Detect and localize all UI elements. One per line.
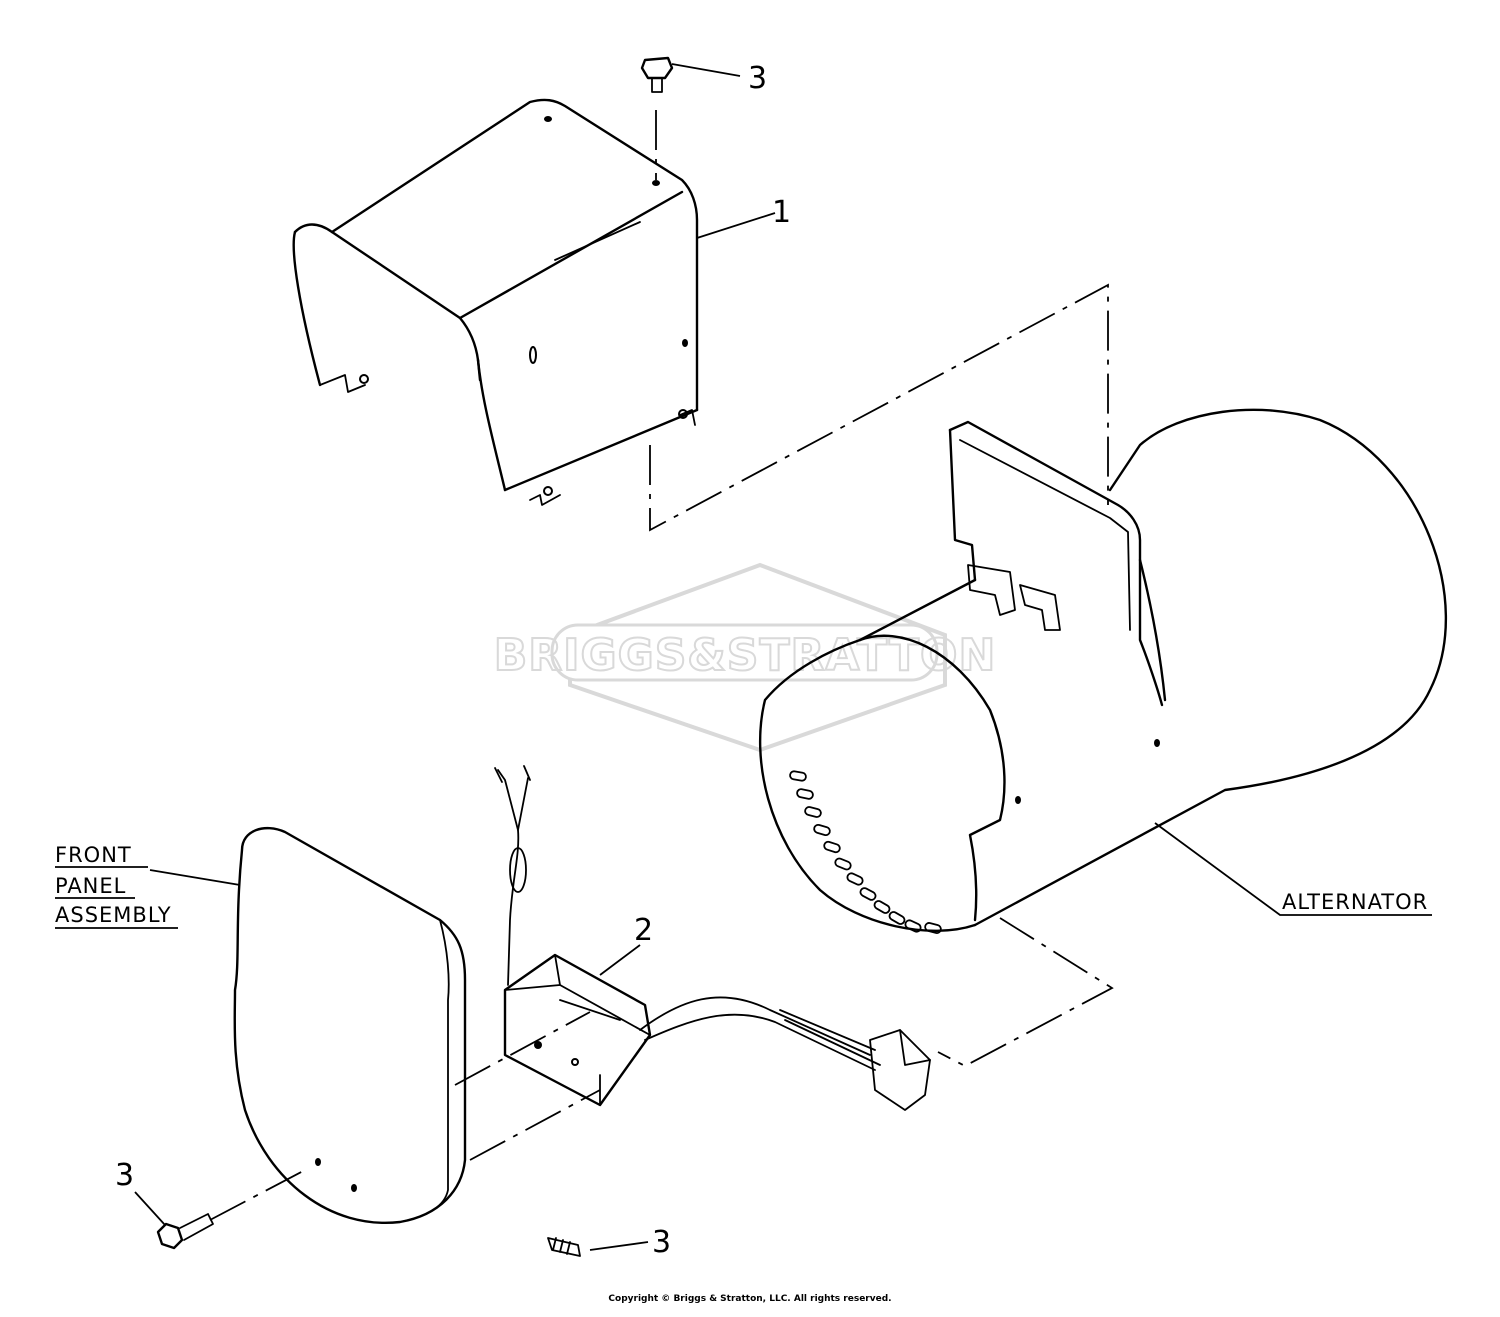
label-front-panel-line2: PANEL xyxy=(55,874,126,898)
label-front-panel-line1: FRONT xyxy=(55,843,132,867)
screw-bottom xyxy=(547,1237,649,1257)
callout-module: 2 xyxy=(634,913,653,948)
alternator-part xyxy=(758,408,1447,934)
leader-alternator xyxy=(1154,822,1432,916)
module-part xyxy=(494,765,931,1111)
alternator-vent-slots xyxy=(789,770,942,934)
leader-module xyxy=(599,944,641,976)
label-alternator: ALTERNATOR xyxy=(1282,890,1428,914)
watermark-logo: BRIGGS&STRATTON xyxy=(493,562,997,753)
callout-bolt-left: 3 xyxy=(115,1158,134,1193)
label-front-panel-line3: ASSEMBLY xyxy=(55,903,172,927)
callout-cover-screw: 3 xyxy=(748,61,767,96)
screw-top xyxy=(640,56,741,180)
cover-part xyxy=(292,98,699,506)
watermark-text: BRIGGS&STRATTON xyxy=(494,630,997,681)
copyright-notice: Copyright © Briggs & Stratton, LLC. All … xyxy=(608,1294,892,1304)
callout-cover: 1 xyxy=(772,195,791,230)
leader-cover xyxy=(696,212,776,239)
front-panel-part xyxy=(233,827,467,1225)
leader-front-panel xyxy=(149,869,241,886)
callout-screw-bottom: 3 xyxy=(652,1225,671,1260)
assembly-lines xyxy=(209,283,1114,1221)
bolt-left xyxy=(134,1191,214,1250)
